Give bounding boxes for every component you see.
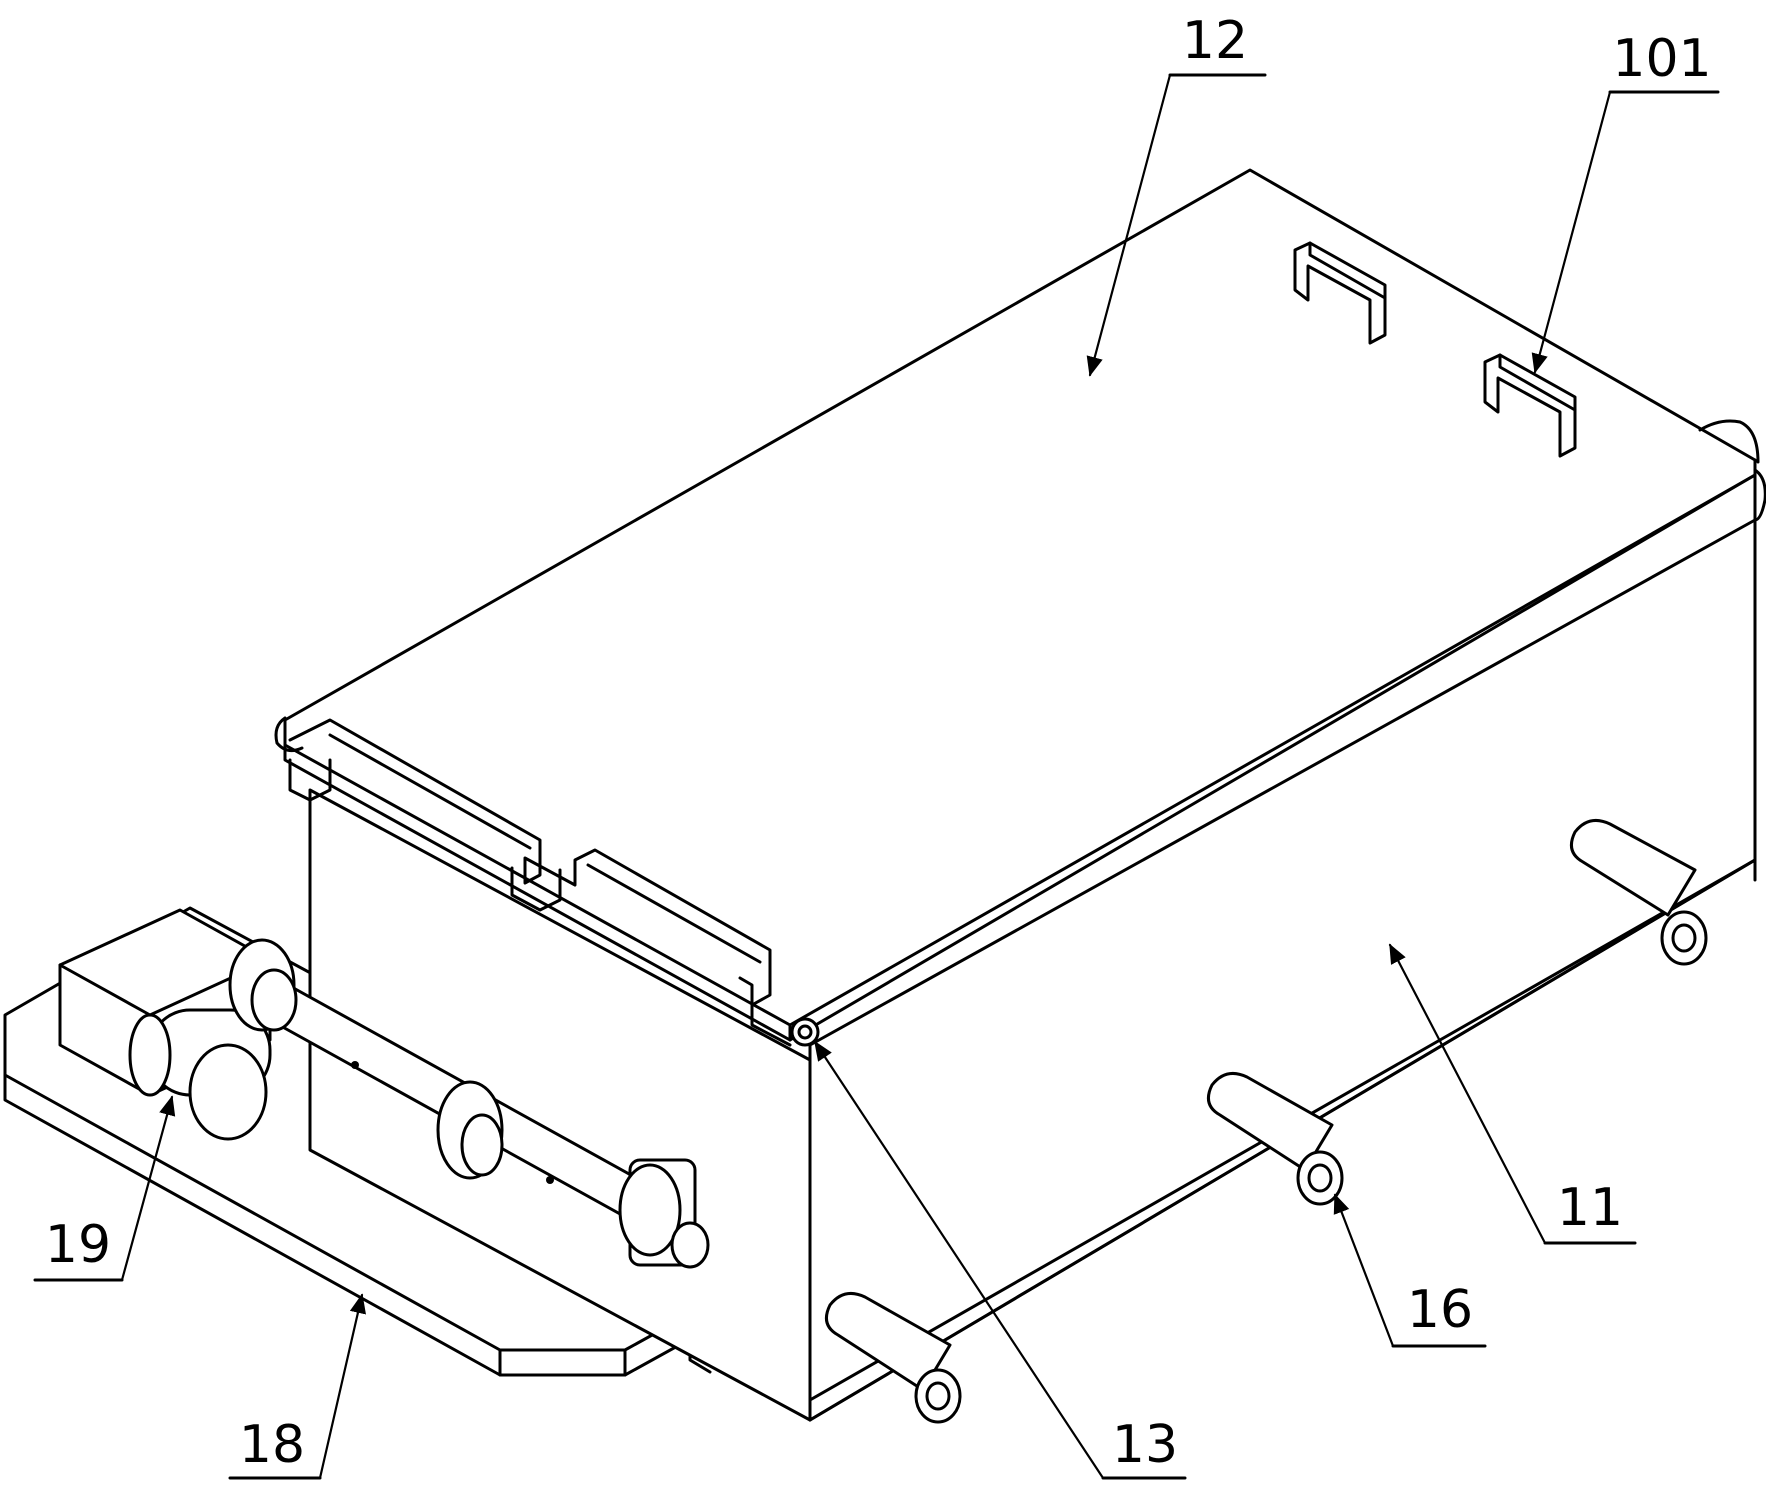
drive-shaft bbox=[228, 938, 710, 1269]
reference-labels: 12 101 11 16 13 18 19 bbox=[45, 11, 1712, 1475]
lid-handles bbox=[1293, 241, 1577, 458]
label-101: 101 bbox=[1612, 29, 1711, 89]
label-16: 16 bbox=[1407, 1280, 1473, 1340]
label-12: 12 bbox=[1182, 11, 1248, 71]
pipe-outlets bbox=[824, 818, 1708, 1424]
label-13: 13 bbox=[1112, 1415, 1178, 1475]
hinge-channel bbox=[274, 716, 820, 1047]
leader-lines bbox=[33, 73, 1720, 1480]
label-18: 18 bbox=[239, 1415, 305, 1475]
box-body bbox=[283, 168, 1766, 1422]
label-11: 11 bbox=[1557, 1178, 1623, 1238]
label-19: 19 bbox=[45, 1215, 111, 1275]
